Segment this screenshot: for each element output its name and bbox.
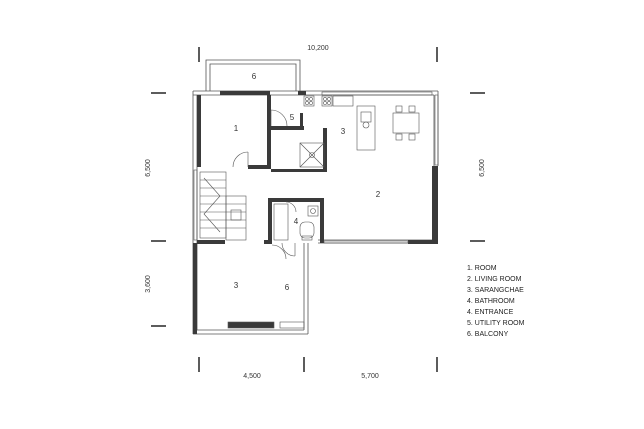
- legend-item: 1. ROOM: [467, 265, 497, 272]
- dim-top-total: 10,200: [307, 45, 329, 52]
- windows: [193, 91, 439, 329]
- kitchen-fixtures: [299, 95, 376, 168]
- room-label-bathroom: 4: [294, 217, 299, 226]
- bathroom-fixtures: [273, 203, 319, 241]
- outer-walls: [192, 90, 439, 335]
- staircase: [199, 171, 247, 241]
- dim-bottom-right: 5,700: [361, 373, 379, 380]
- dim-left-lower: 3,600: [145, 275, 152, 293]
- room-label-balcony-lower: 6: [285, 283, 290, 292]
- dimension-ticks: [151, 47, 485, 372]
- room-label-utility: 5: [290, 113, 295, 122]
- legend-item: 6. BALCONY: [467, 331, 509, 338]
- legend-item: 3. SARANGCHAE: [467, 287, 524, 294]
- dining-table: [392, 105, 420, 141]
- legend: 1. ROOM 2. LIVING ROOM 3. SARANGCHAE 4. …: [467, 265, 525, 338]
- legend-item: 5. UTILITY ROOM: [467, 320, 525, 327]
- room-label-sarangchae: 3: [341, 127, 346, 136]
- room-label-room-lower: 3: [234, 281, 239, 290]
- dim-left-upper: 6,500: [145, 159, 152, 177]
- room-label-living: 2: [376, 190, 381, 199]
- legend-item: 2. LIVING ROOM: [467, 276, 522, 283]
- doors: [232, 109, 297, 260]
- dim-bottom-left: 4,500: [243, 373, 261, 380]
- legend-item: 4. BATHROOM: [467, 298, 515, 305]
- thick-walls: [193, 91, 438, 334]
- room-label-room-upper: 1: [234, 124, 239, 133]
- dim-right-upper: 6,500: [479, 159, 486, 177]
- balcony-top: [205, 59, 301, 91]
- legend-item: 4. ENTRANCE: [467, 309, 514, 316]
- room-label-balcony-top: 6: [252, 72, 257, 81]
